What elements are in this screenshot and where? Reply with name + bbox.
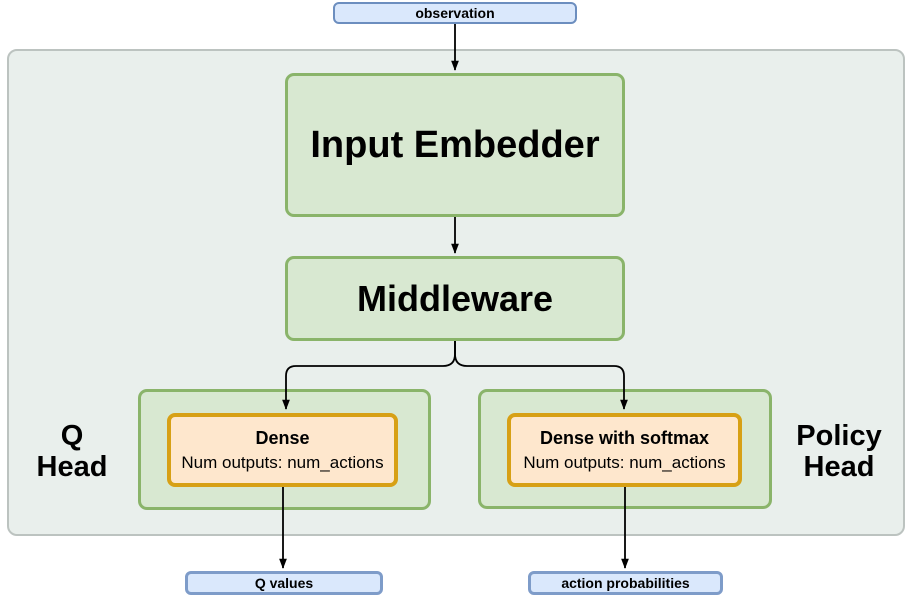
q-values-label: Q values (254, 575, 314, 591)
middleware-label: Middleware (356, 277, 554, 319)
policy-head-dense-title: Dense with softmax (539, 427, 710, 448)
policy-head-dense-subtitle: Num outputs: num_actions (523, 452, 726, 472)
observation-label: observation (415, 5, 495, 21)
observation-node: observation (333, 2, 577, 24)
input-embedder-label: Input Embedder (310, 123, 600, 166)
q-head-label: Q Head (36, 420, 108, 483)
q-head-dense-node: Dense Num outputs: num_actions (167, 413, 398, 487)
action-probabilities-node: action probabilities (528, 571, 723, 595)
middleware-node: Middleware (285, 256, 625, 341)
policy-head-dense-node: Dense with softmax Num outputs: num_acti… (507, 413, 742, 487)
q-head-dense-title: Dense (255, 427, 310, 448)
action-probabilities-label: action probabilities (561, 575, 690, 591)
q-head-dense-subtitle: Num outputs: num_actions (181, 452, 384, 472)
policy-head-label: Policy Head (796, 420, 882, 483)
input-embedder-node: Input Embedder (285, 73, 625, 217)
q-values-node: Q values (185, 571, 383, 595)
